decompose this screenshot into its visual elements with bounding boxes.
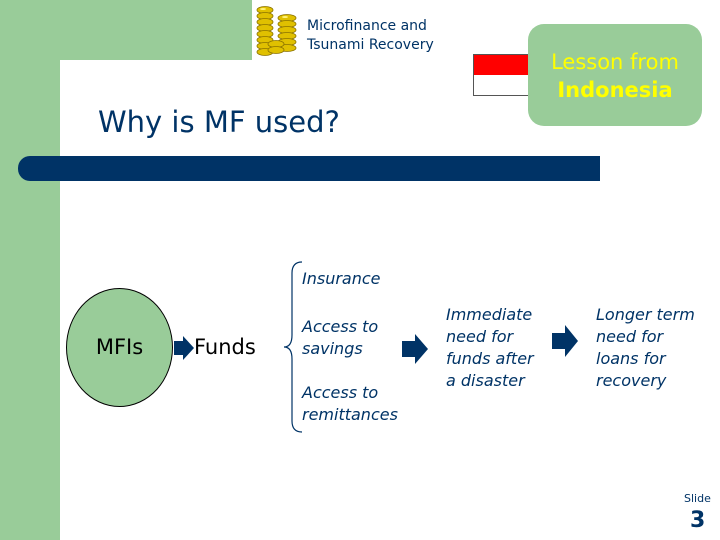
immediate-need-text: Immediate need for funds after a disaste… (446, 304, 534, 392)
slide-number: 3 (690, 508, 706, 533)
use-savings-line-1: Access to (302, 317, 379, 336)
header-line-2: Tsunami Recovery (307, 37, 434, 53)
arrow-right-icon (552, 325, 578, 357)
left-green-band (0, 0, 60, 540)
longer-line-1: Longer term (596, 305, 695, 324)
longer-line-3: loans for (596, 349, 666, 368)
longer-line-4: recovery (596, 371, 667, 390)
funds-label: Funds (194, 335, 256, 359)
mfi-label: MFIs (95, 335, 144, 359)
slide-label: Slide (684, 492, 711, 505)
lesson-line-2: Indonesia (557, 78, 673, 102)
header-line-1: Microfinance and (307, 18, 427, 34)
arrow-right-icon (402, 334, 428, 364)
use-savings: Access to savings (302, 316, 378, 360)
use-remittances-line-1: Access to (302, 383, 379, 402)
left-brace-icon (283, 261, 303, 433)
coin-stacks-icon (256, 6, 297, 56)
use-insurance: Insurance (302, 268, 381, 290)
use-savings-line-2: savings (302, 339, 363, 358)
use-remittances: Access to remittances (302, 382, 398, 426)
indonesia-flag-icon (473, 54, 539, 96)
use-remittances-line-2: remittances (302, 405, 398, 424)
need-line-1: Immediate (446, 305, 533, 324)
title-underline-bar (18, 156, 600, 181)
page-title: Why is MF used? (98, 105, 340, 139)
content-corner (60, 60, 160, 160)
lesson-box: Lesson from Indonesia (528, 24, 702, 126)
header-text: Microfinance and Tsunami Recovery (307, 17, 434, 55)
longer-term-text: Longer term need for loans for recovery (596, 304, 695, 392)
need-line-4: a disaster (446, 371, 525, 390)
need-line-3: funds after (446, 349, 534, 368)
need-line-2: need for (446, 327, 514, 346)
longer-line-2: need for (596, 327, 664, 346)
top-green-band (60, 0, 252, 60)
lesson-line-1: Lesson from (551, 50, 679, 74)
use-insurance-line: Insurance (302, 269, 381, 288)
mfi-circle (66, 288, 173, 407)
arrow-right-icon (174, 336, 194, 360)
